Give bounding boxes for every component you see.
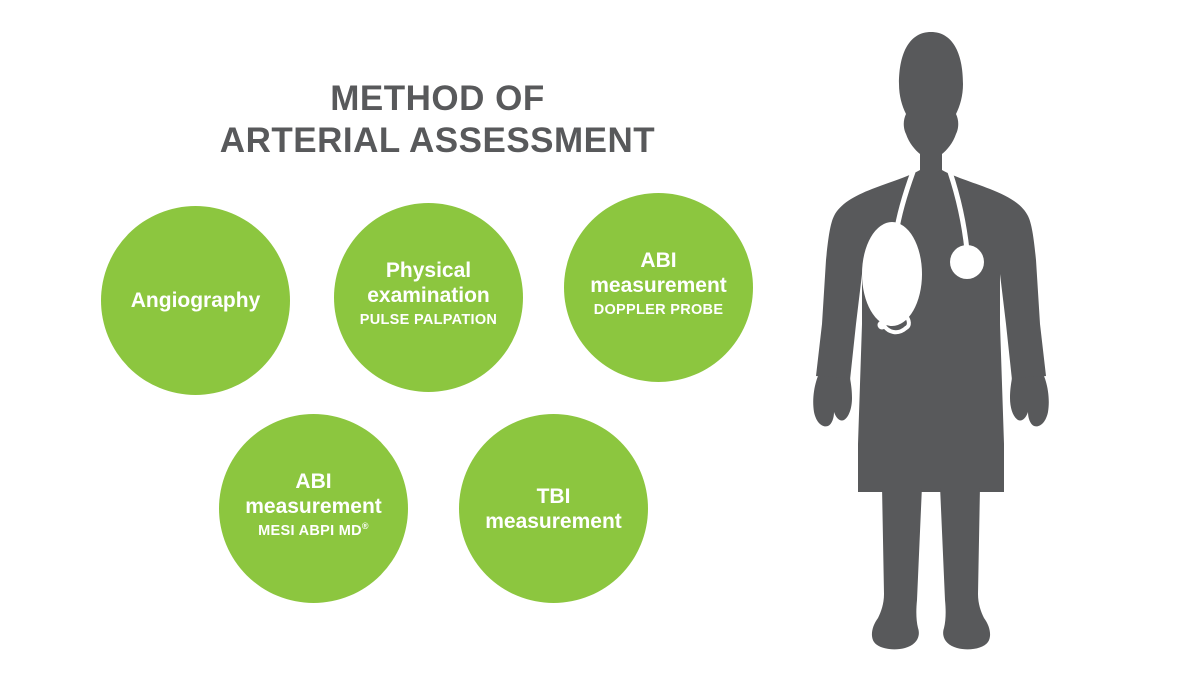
method-sublabel-text: PULSE PALPATION bbox=[359, 312, 498, 328]
method-label-line-1: ABI bbox=[640, 249, 677, 272]
method-circle-abi-mesi[interactable]: ABI measurement MESI ABPI MD® bbox=[219, 414, 408, 603]
stethoscope-tubing-loop bbox=[862, 222, 922, 326]
method-label: ABI measurement bbox=[239, 469, 388, 519]
method-label-line-1: ABI bbox=[295, 470, 332, 493]
registered-trademark-icon: ® bbox=[361, 521, 369, 532]
method-label-line-1: TBI bbox=[536, 484, 571, 508]
method-sublabel: MESI ABPI MD® bbox=[239, 522, 388, 540]
method-label-line-1: Physical bbox=[385, 259, 472, 282]
method-circle-content: ABI measurement DOPPLER PROBE bbox=[584, 248, 733, 319]
method-circle-angiography[interactable]: Angiography bbox=[101, 206, 290, 395]
stethoscope-earpiece-tip bbox=[877, 320, 887, 330]
stethoscope-chestpiece bbox=[950, 245, 984, 279]
method-label-line-2: measurement bbox=[590, 274, 727, 297]
method-sublabel: PULSE PALPATION bbox=[360, 311, 497, 329]
method-label: TBI measurement bbox=[479, 484, 628, 534]
doctor-body bbox=[813, 32, 1049, 650]
page-title-line-1: METHOD OF bbox=[330, 79, 545, 118]
method-label: Angiography bbox=[125, 288, 267, 313]
method-sublabel: DOPPLER PROBE bbox=[584, 301, 733, 319]
method-sublabel-text: DOPPLER PROBE bbox=[593, 302, 724, 318]
method-label-line-2: examination bbox=[367, 284, 490, 307]
method-circle-abi-doppler[interactable]: ABI measurement DOPPLER PROBE bbox=[564, 193, 753, 382]
method-circle-tbi[interactable]: TBI measurement bbox=[459, 414, 648, 603]
method-sublabel-text: MESI ABPI MD bbox=[258, 523, 362, 539]
method-circle-content: Angiography bbox=[125, 288, 267, 313]
method-label: Physical examination bbox=[360, 258, 497, 308]
doctor-silhouette-icon bbox=[806, 24, 1056, 654]
method-circle-content: ABI measurement MESI ABPI MD® bbox=[239, 469, 388, 540]
method-circle-content: Physical examination PULSE PALPATION bbox=[360, 258, 497, 329]
method-label: ABI measurement bbox=[584, 248, 733, 298]
method-circle-content: TBI measurement bbox=[479, 484, 628, 534]
method-circle-physical-examination[interactable]: Physical examination PULSE PALPATION bbox=[334, 203, 523, 392]
method-label-line-2: measurement bbox=[485, 509, 622, 533]
method-label-line-2: measurement bbox=[245, 495, 382, 518]
page-title-line-2: ARTERIAL ASSESSMENT bbox=[219, 121, 656, 160]
method-label-line-1: Angiography bbox=[130, 289, 261, 312]
page-title: METHOD OF ARTERIAL ASSESSMENT bbox=[180, 78, 695, 162]
